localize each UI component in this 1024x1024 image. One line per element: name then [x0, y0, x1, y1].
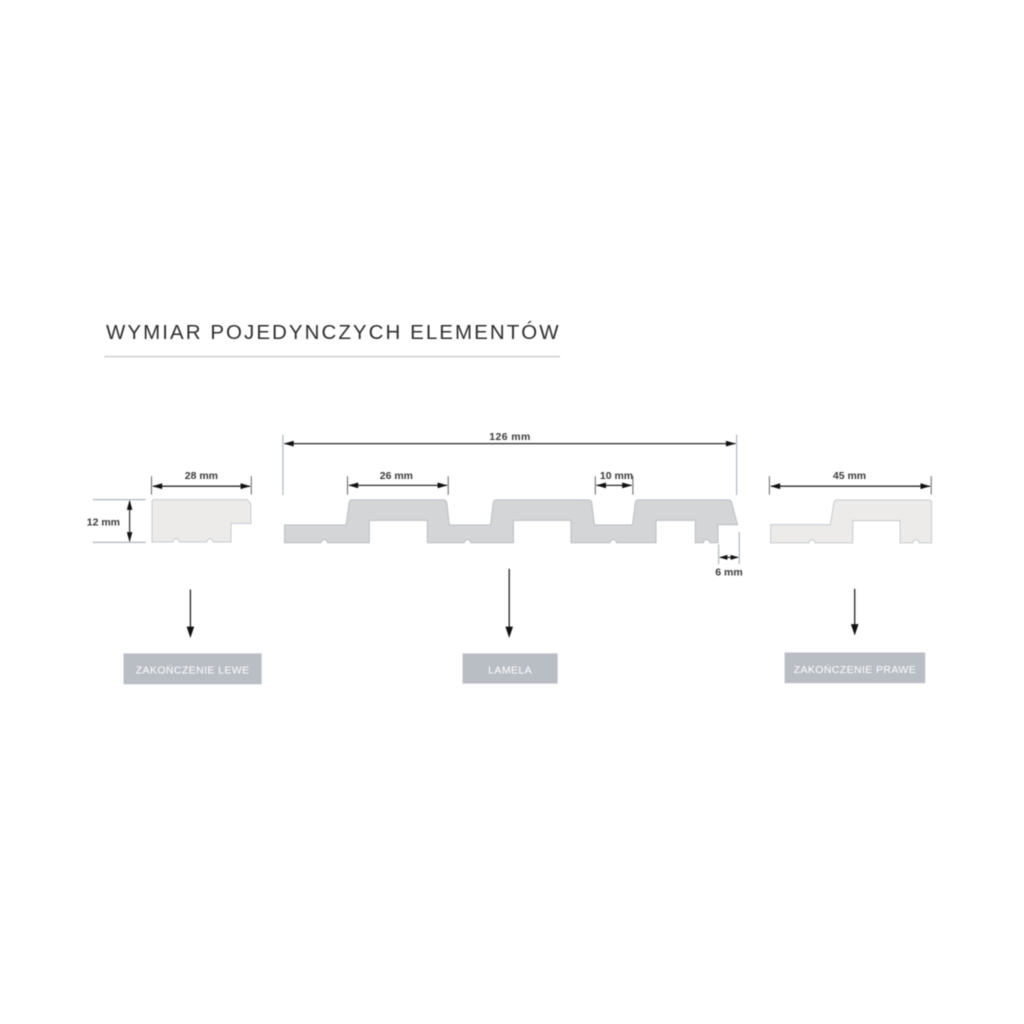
svg-text:126 mm: 126 mm — [489, 431, 531, 443]
svg-text:28 mm: 28 mm — [185, 470, 218, 482]
svg-text:ZAKOŃCZENIE LEWE: ZAKOŃCZENIE LEWE — [136, 664, 250, 677]
svg-text:26 mm: 26 mm — [380, 470, 413, 482]
svg-text:WYMIAR POJEDYNCZYCH ELEMENTÓW: WYMIAR POJEDYNCZYCH ELEMENTÓW — [106, 321, 561, 344]
svg-text:10 mm: 10 mm — [600, 470, 633, 482]
svg-text:12 mm: 12 mm — [87, 517, 120, 529]
svg-text:ZAKOŃCZENIE PRAWE: ZAKOŃCZENIE PRAWE — [794, 663, 917, 676]
svg-text:LAMELA: LAMELA — [488, 664, 532, 676]
svg-text:45 mm: 45 mm — [833, 470, 866, 482]
svg-text:6 mm: 6 mm — [715, 566, 742, 578]
